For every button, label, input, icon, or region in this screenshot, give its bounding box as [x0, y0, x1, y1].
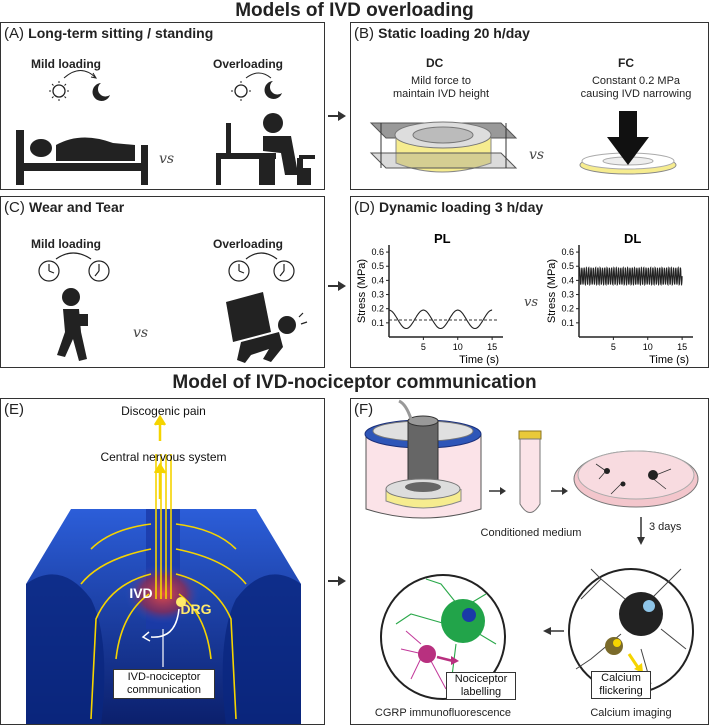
panel-b-illustration: vs	[369, 111, 677, 175]
three-days-label: 3 days	[649, 521, 682, 533]
clock-icon	[38, 252, 295, 282]
discogenic-pain-label: Discogenic pain	[121, 404, 206, 418]
chart-title: DL	[624, 231, 641, 246]
up-arrow-icon	[153, 414, 167, 441]
x-tick-label: 15	[677, 342, 687, 352]
calcium-imaging-circle	[568, 568, 694, 694]
sun-icon-right	[231, 81, 251, 101]
y-tick-label: 0.2	[561, 304, 574, 314]
panel-b-label: (B) Static loading 20 h/day	[354, 25, 530, 42]
panel-c-label: (C) Wear and Tear	[4, 199, 125, 216]
up-arrow-icon-2	[153, 462, 167, 499]
ivd-label: IVD	[129, 585, 153, 601]
calcium-imaging-label: Calcium imaging	[590, 707, 672, 719]
y-tick-label: 0.3	[561, 290, 574, 300]
panel-d: (D) Dynamic loading 3 h/day vs PL 0.1 0.2 0…	[350, 196, 709, 368]
conditioned-medium-label: Conditioned medium	[480, 527, 582, 539]
cgrp-label: CGRP immunofluorescence	[374, 707, 512, 719]
panel-a: (A) Long-term sitting / standing Mild lo…	[0, 22, 325, 190]
chart-title: PL	[434, 231, 451, 246]
walking-person-icon	[57, 288, 88, 361]
pelvis-illustration	[26, 414, 301, 724]
y-axis-label: Stress (MPa)	[546, 259, 558, 323]
moon-icon	[92, 83, 110, 101]
mild-loading-label-c: Mild loading	[31, 237, 101, 251]
bed-icon	[16, 130, 148, 185]
x-axis-label: Time (s)	[459, 354, 499, 366]
sun-icon	[49, 81, 69, 101]
x-tick-label: 10	[453, 342, 463, 352]
x-tick-label: 10	[643, 342, 653, 352]
conditioned-medium-tube	[518, 430, 542, 513]
cns-label: Central nervous system	[100, 450, 227, 464]
carrying-person-icon	[226, 292, 308, 363]
vs-c: vs	[133, 325, 148, 341]
y-tick-label: 0.6	[561, 247, 574, 257]
series-line	[578, 266, 683, 287]
arrow-e-to-f	[328, 576, 346, 586]
series-line	[389, 309, 493, 330]
panel-c-illustration: vs	[38, 252, 308, 363]
vs-d: vs	[524, 295, 539, 310]
y-tick-label: 0.1	[561, 318, 574, 328]
petri-dish	[573, 450, 699, 508]
dc-label: DC	[426, 56, 444, 70]
y-tick-label: 0.6	[371, 247, 384, 257]
mild-loading-label: Mild loading	[31, 57, 101, 71]
pl-chart: PL 0.1 0.2 0.3 0.4 0.5 0.6 5 10 15 Stress (MPa) Tim…	[356, 231, 503, 366]
y-tick-label: 0.5	[371, 261, 384, 271]
panel-d-label: (D) Dynamic loading 3 h/day	[354, 199, 544, 216]
panel-e: (E) Discogenic pain Central nervous syst…	[0, 398, 325, 725]
cgrp-circle	[380, 574, 506, 700]
bioreactor	[364, 399, 482, 519]
drg-label: DRG	[180, 601, 212, 617]
panel-f-illustration	[364, 399, 699, 700]
fc-disc	[579, 111, 677, 175]
panel-e-label: (E)	[4, 401, 24, 418]
y-tick-label: 0.4	[561, 275, 574, 285]
arrow-a-to-b	[328, 111, 346, 121]
moon-icon-right	[264, 81, 282, 99]
panel-f: (F)	[350, 398, 709, 725]
y-tick-label: 0.2	[371, 304, 384, 314]
top-title: Models of IVD overloading	[235, 0, 474, 21]
panel-b: (B) Static loading 20 h/day DC FC Mild f…	[350, 22, 709, 190]
panel-f-label: (F)	[354, 401, 374, 418]
fc-label: FC	[618, 56, 634, 70]
x-tick-label: 15	[487, 342, 497, 352]
y-tick-label: 0.4	[371, 275, 384, 285]
x-axis-label: Time (s)	[649, 354, 689, 366]
desk-worker-icon	[216, 113, 315, 185]
y-tick-label: 0.1	[371, 318, 384, 328]
y-tick-label: 0.3	[371, 290, 384, 300]
dc-disc	[369, 121, 518, 173]
overloading-label: Overloading	[213, 57, 284, 71]
vs-a: vs	[159, 151, 174, 167]
panel-a-illustration: vs	[16, 70, 315, 185]
mid-title: Model of IVD-nociceptor communication	[172, 372, 537, 393]
y-tick-label: 0.5	[561, 261, 574, 271]
panel-a-label: (A) Long-term sitting / standing	[4, 25, 214, 42]
y-axis-label: Stress (MPa)	[356, 259, 368, 323]
vs-b: vs	[529, 147, 544, 163]
x-tick-label: 5	[611, 342, 616, 352]
x-tick-label: 5	[421, 342, 426, 352]
arrow-c-to-d	[328, 281, 346, 291]
dl-chart: DL 0.1 0.2 0.3 0.4 0.5 0.6 5 10 15 Stress (MPa) Tim…	[546, 231, 693, 366]
overloading-label-c: Overloading	[213, 237, 284, 251]
panel-c: (C) Wear and Tear Mild loading Overloadi…	[0, 196, 325, 368]
